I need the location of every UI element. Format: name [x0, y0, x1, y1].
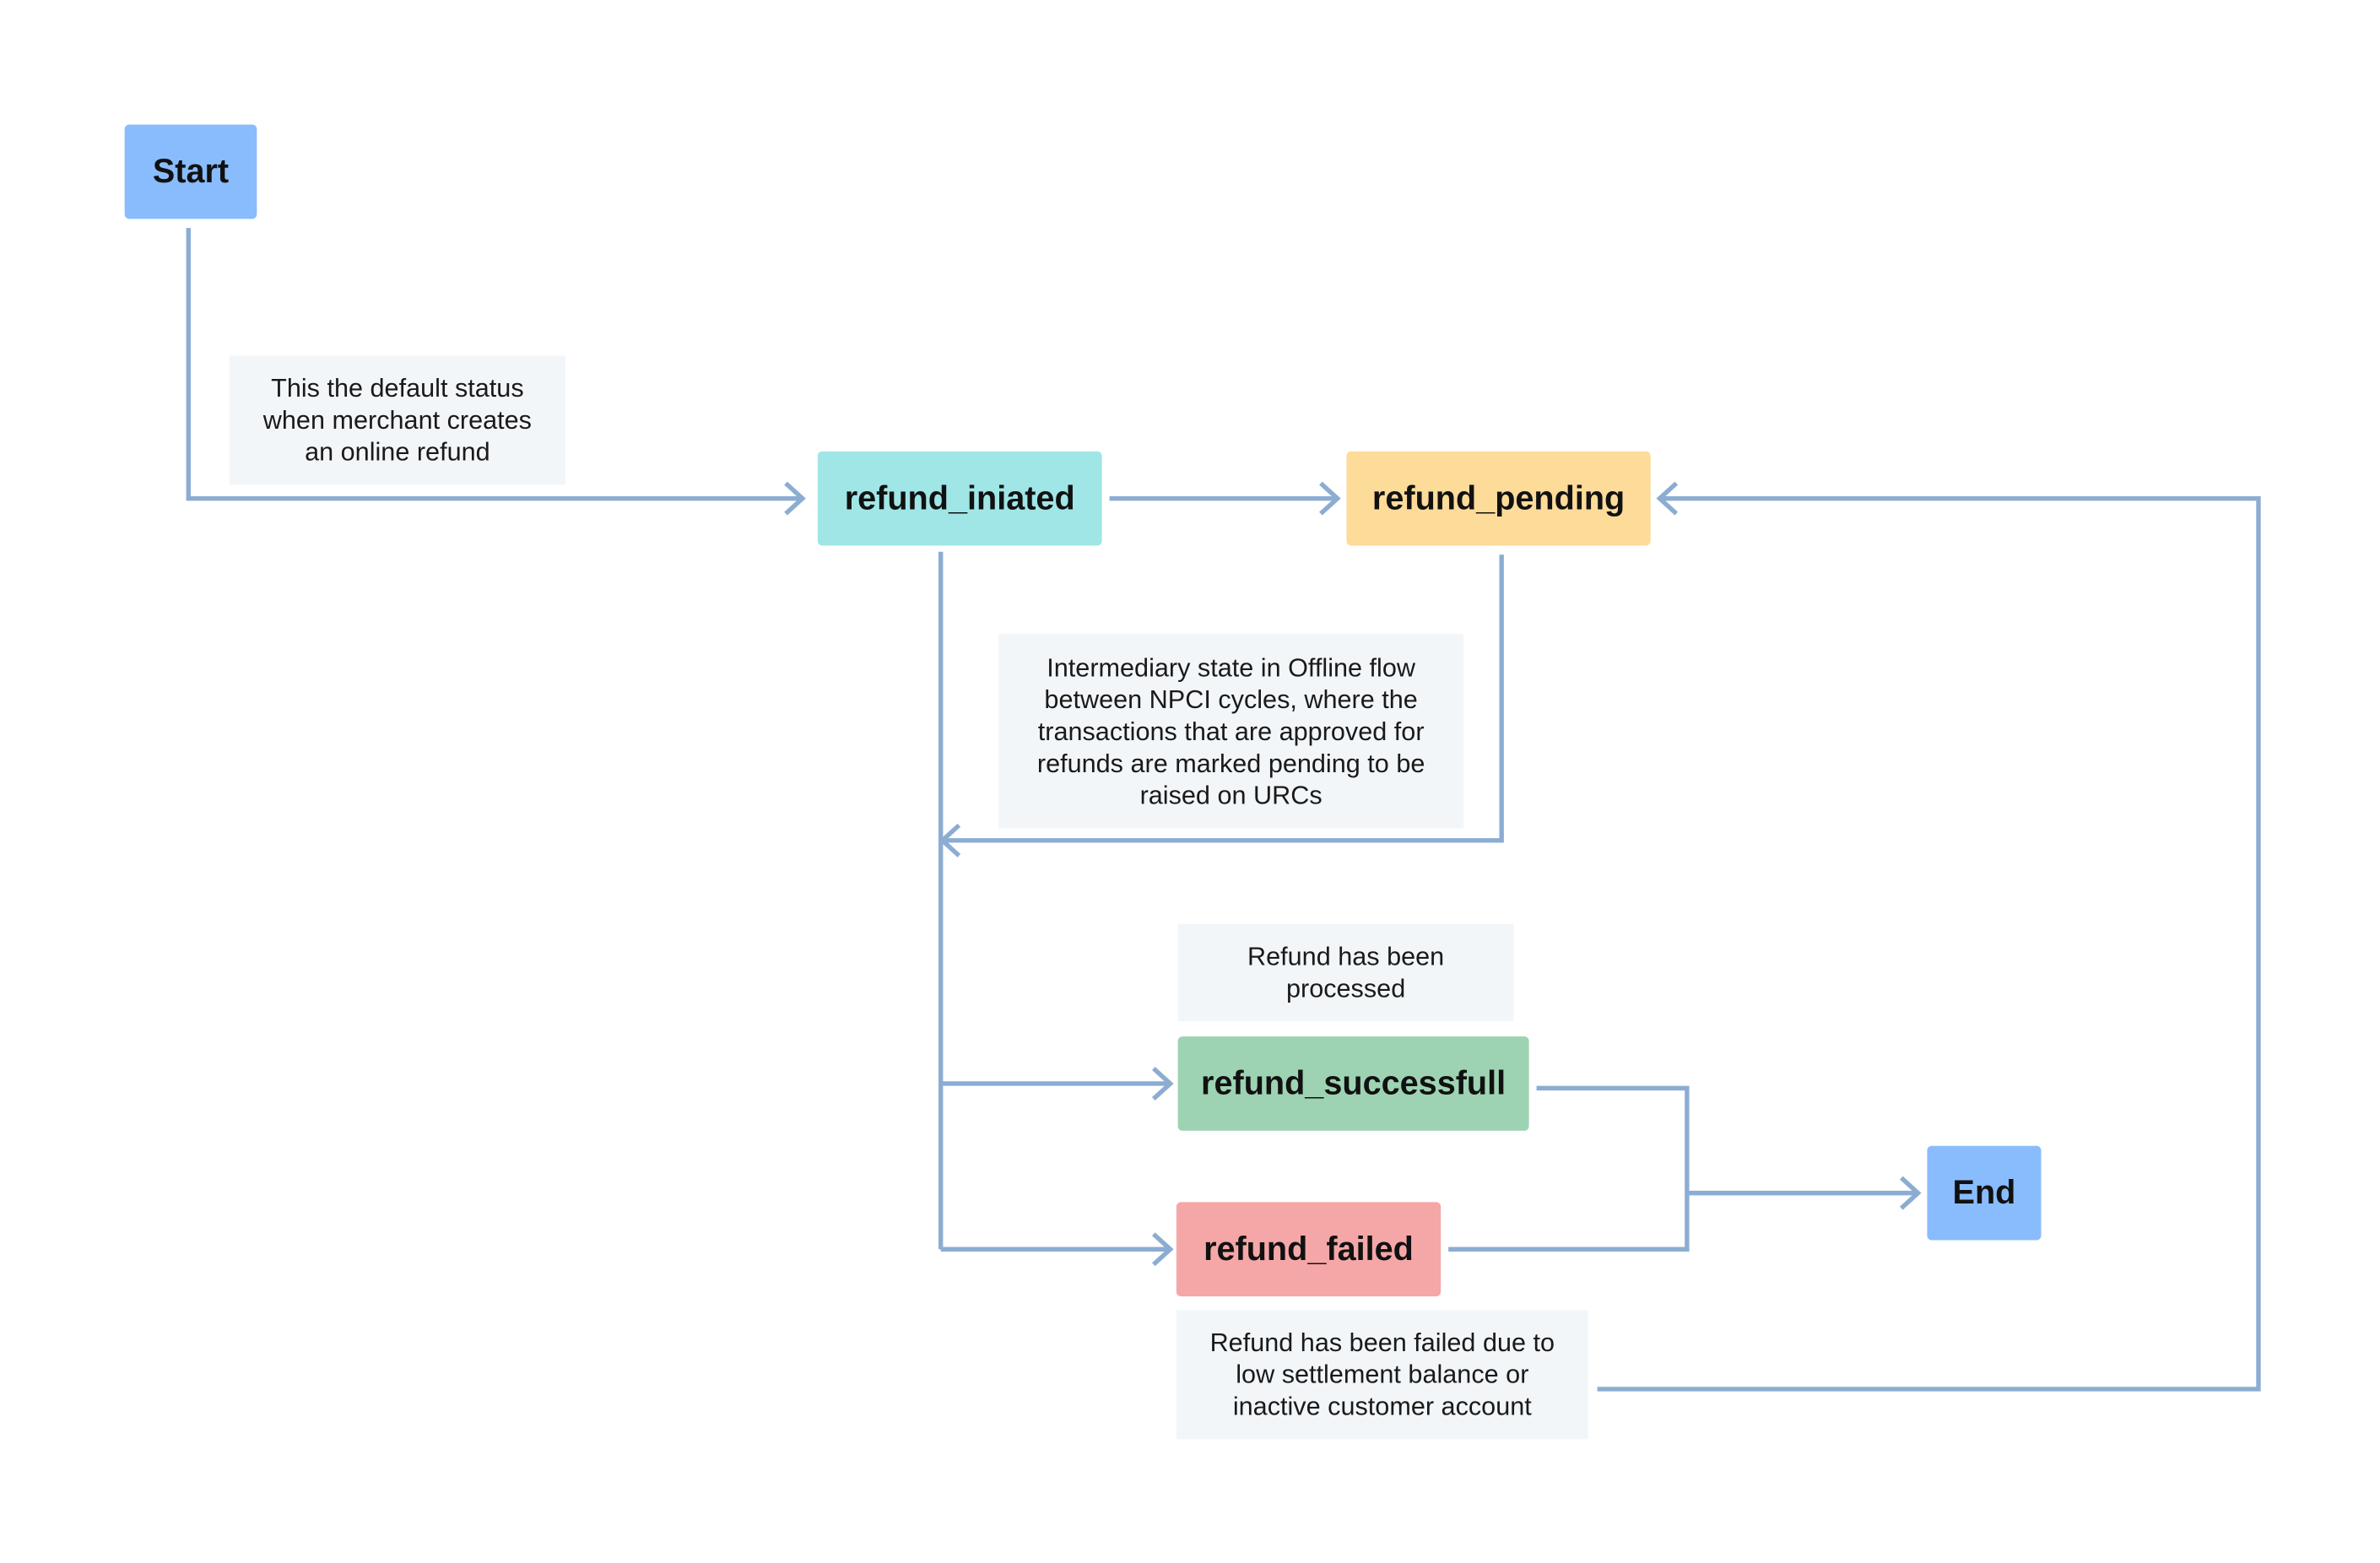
refund-failed-label: refund_failed	[1204, 1229, 1414, 1268]
note-intermediary-state-text: Intermediary state in Offline flow betwe…	[1036, 652, 1425, 809]
note-default-status-text: This the default status when merchant cr…	[262, 373, 532, 467]
connector-successful-to-end	[1448, 1085, 1690, 1252]
note-intermediary-state: Intermediary state in Offline flow betwe…	[998, 633, 1464, 829]
end-node-label: End	[1952, 1173, 2016, 1212]
arrowhead-pending-left	[1319, 481, 1341, 516]
refund-pending-node[interactable]: refund_pending	[1346, 451, 1651, 546]
start-node[interactable]: Start	[124, 124, 257, 219]
refund-initiated-label: refund_iniated	[844, 479, 1075, 517]
arrowhead-pending-right	[1656, 481, 1679, 516]
note-default-status: This the default status when merchant cr…	[229, 355, 565, 485]
refund-pending-label: refund_pending	[1371, 479, 1625, 517]
note-processed: Refund has been processed	[1177, 923, 1514, 1022]
arrowhead-initiated	[784, 481, 806, 516]
refund-failed-node[interactable]: refund_failed	[1176, 1202, 1442, 1297]
arrowhead-end	[1899, 1176, 1922, 1210]
connector-failed-to-pending	[1597, 495, 2261, 1392]
arrowhead-successful	[1151, 1066, 1174, 1101]
note-failed-reason: Refund has been failed due to low settle…	[1176, 1310, 1588, 1440]
end-node[interactable]: End	[1927, 1145, 2042, 1241]
connector-start-to-initiated	[186, 228, 803, 501]
refund-initiated-node[interactable]: refund_iniated	[817, 451, 1102, 546]
note-processed-text: Refund has been processed	[1247, 942, 1445, 1003]
arrowhead-failed	[1151, 1232, 1174, 1267]
connector-pending-to-trunk	[942, 554, 1504, 843]
start-node-label: Start	[152, 152, 230, 191]
refund-successful-label: refund_successfull	[1201, 1063, 1506, 1102]
refund-successful-node[interactable]: refund_successfull	[1177, 1036, 1529, 1131]
note-failed-reason-text: Refund has been failed due to low settle…	[1209, 1328, 1555, 1421]
